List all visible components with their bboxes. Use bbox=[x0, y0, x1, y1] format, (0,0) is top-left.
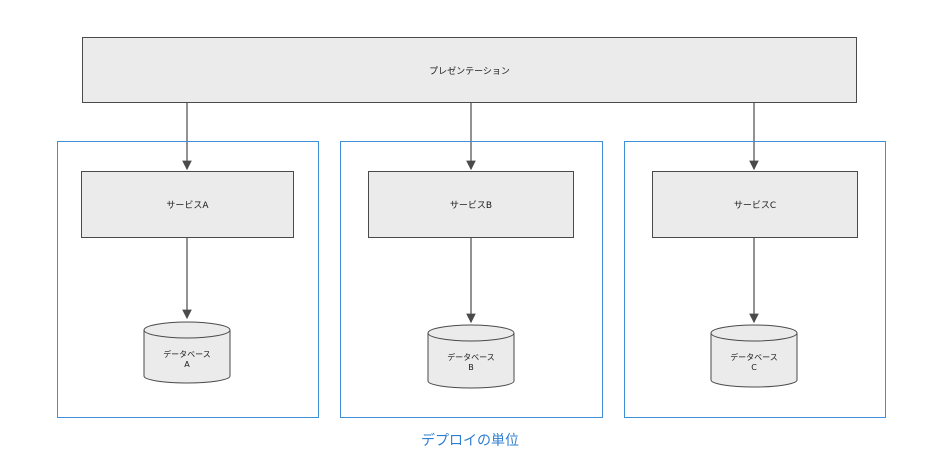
service-b-label: サービスB bbox=[449, 201, 493, 211]
database-c-cylinder bbox=[710, 324, 798, 388]
service-b-box: サービスB bbox=[368, 171, 574, 238]
database-b-cylinder bbox=[427, 324, 515, 389]
database-a-cylinder bbox=[143, 321, 231, 384]
database-b-label-line1: データベース bbox=[447, 353, 495, 362]
database-c-label-line1: データベース bbox=[730, 353, 778, 362]
deploy-unit-c bbox=[624, 141, 886, 418]
presentation-label: プレゼンテーション bbox=[429, 66, 510, 77]
presentation-box: プレゼンテーション bbox=[82, 37, 857, 103]
database-c-label-line2: C bbox=[751, 363, 757, 372]
deploy-unit-b bbox=[340, 141, 603, 418]
service-c-box: サービスC bbox=[652, 171, 858, 238]
database-c-label: データベース C bbox=[711, 353, 797, 373]
service-a-box: サービスA bbox=[81, 171, 294, 238]
database-a-label-line1: データベース bbox=[163, 350, 211, 359]
deploy-unit-caption: デプロイの単位 bbox=[421, 433, 519, 449]
service-c-label: サービスC bbox=[733, 201, 777, 211]
deploy-unit-a bbox=[57, 141, 319, 418]
database-a-label-line2: A bbox=[184, 360, 190, 369]
database-b-label: データベース B bbox=[428, 353, 514, 373]
database-b-label-line2: B bbox=[468, 363, 474, 372]
database-a-label: データベース A bbox=[144, 350, 230, 370]
service-a-label: サービスA bbox=[166, 201, 209, 211]
